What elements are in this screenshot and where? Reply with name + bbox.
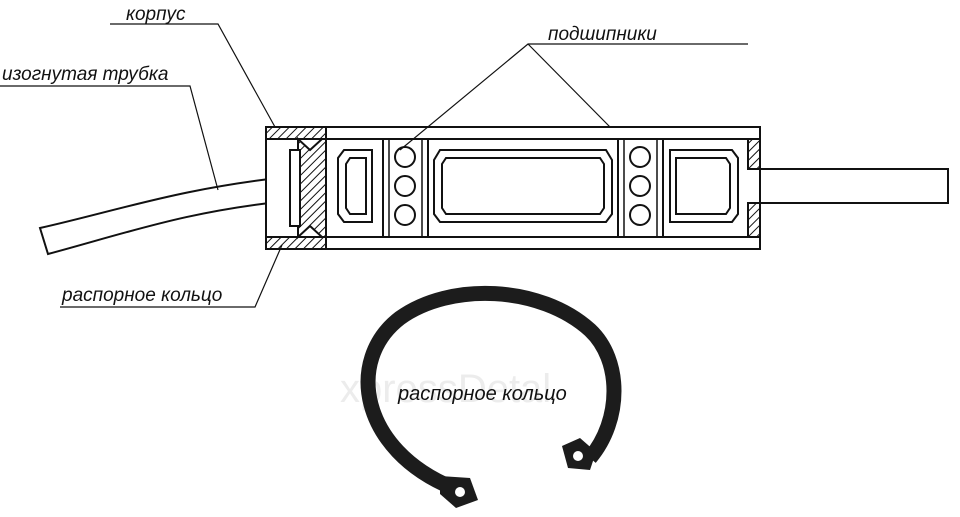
retaining-ring [360,285,622,508]
ring-caption: распорное кольцо [397,383,567,405]
label-housing: корпус [126,4,186,25]
label-spacer-ring: распорное кольцо [61,285,222,306]
bearing-left [382,138,429,238]
bearing-right [617,138,664,238]
label-bent-tube: изогнутая трубка [2,64,168,85]
label-bearings: подшипники [548,24,657,45]
leader-lines [0,23,748,308]
bent-tube [38,174,299,256]
output-shaft [741,168,949,204]
rotor-assembly [337,149,739,223]
